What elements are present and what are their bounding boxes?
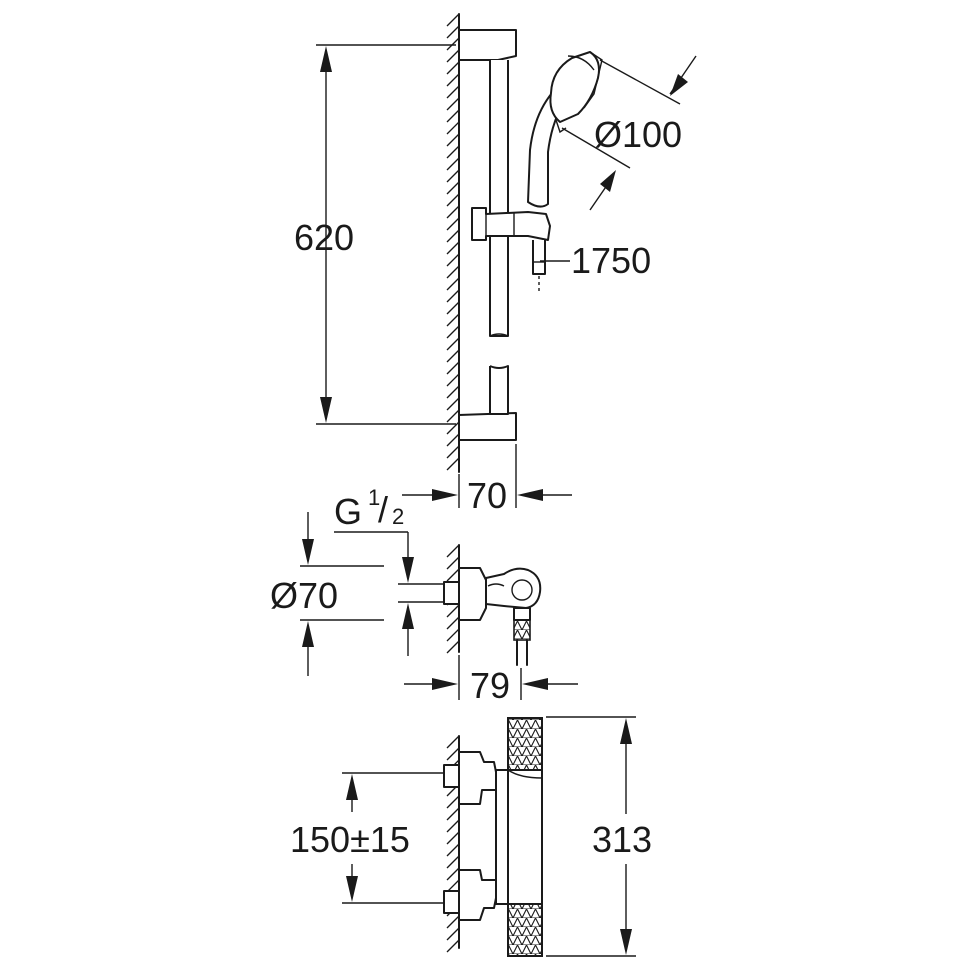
hatch-stroke	[446, 445, 460, 459]
hose-length-dimension: 1750	[540, 240, 651, 281]
hatch-stroke	[446, 277, 460, 291]
hatch-stroke	[446, 544, 460, 558]
hatch-stroke	[446, 109, 460, 123]
inlet-spacing-dimension: 150±15	[290, 772, 444, 904]
mixer-projection-dimension: 79	[404, 655, 578, 706]
rail-tube-lower	[489, 365, 509, 415]
hatch-stroke	[446, 121, 460, 135]
inlet-spacing-label: 150±15	[290, 819, 410, 860]
mixer-front-view: 150±15 313	[290, 716, 652, 957]
hatch-stroke	[446, 915, 460, 929]
upper-inlet-eccentric	[458, 751, 497, 805]
mixer-projection-label: 79	[470, 665, 510, 706]
hatch-stroke	[446, 373, 460, 387]
lower-inlet-eccentric	[458, 869, 497, 921]
hatch-stroke	[446, 421, 460, 435]
hatch-stroke	[446, 61, 460, 75]
mixer-outlet-nut	[513, 607, 531, 621]
hatch-stroke	[446, 265, 460, 279]
hatch-stroke	[446, 13, 460, 27]
thread-slash-label: /	[378, 489, 388, 530]
hose-length-label: 1750	[571, 240, 651, 281]
hatch-stroke	[446, 37, 460, 51]
hatch-stroke	[446, 457, 460, 471]
hatch-stroke	[446, 807, 460, 821]
handshower-diameter-label: Ø100	[594, 114, 682, 155]
hatch-stroke	[446, 433, 460, 447]
wall-hatching-rail	[446, 13, 460, 471]
hatch-stroke	[446, 795, 460, 809]
hatch-stroke	[446, 325, 460, 339]
hatch-stroke	[446, 616, 460, 630]
thread-prefix-label: G	[334, 491, 362, 532]
temperature-handle	[507, 717, 543, 771]
shower-hose	[532, 240, 546, 292]
hatch-stroke	[446, 169, 460, 183]
thread-numerator-label: 1	[368, 485, 380, 510]
rail-bottom-bracket	[458, 412, 517, 441]
rail-projection-label: 70	[467, 475, 507, 516]
thread-dimension: G 1 / 2	[334, 485, 444, 656]
hatch-stroke	[446, 640, 460, 654]
hatch-stroke	[446, 193, 460, 207]
hatch-stroke	[446, 819, 460, 833]
mixer-outlet-fitting	[513, 619, 531, 641]
hatch-stroke	[446, 229, 460, 243]
hatch-stroke	[446, 289, 460, 303]
rail-height-dimension: 620	[294, 44, 456, 425]
hatch-stroke	[446, 604, 460, 618]
hatch-stroke	[446, 855, 460, 869]
hatch-stroke	[446, 409, 460, 423]
rail-slider	[471, 207, 551, 241]
hatch-stroke	[446, 337, 460, 351]
hatch-stroke	[446, 133, 460, 147]
hatch-stroke	[446, 397, 460, 411]
hatch-stroke	[446, 157, 460, 171]
hatch-stroke	[446, 49, 460, 63]
mixer-side-view: G 1 / 2 Ø70 79	[270, 485, 578, 706]
hatch-stroke	[446, 385, 460, 399]
hatch-stroke	[446, 843, 460, 857]
thread-denominator-label: 2	[392, 504, 404, 529]
shower-rail-view: 620 Ø100 1750 70	[294, 13, 697, 516]
inlet-eccentric	[458, 567, 487, 621]
hatch-stroke	[446, 747, 460, 761]
hatch-stroke	[446, 301, 460, 315]
hatch-stroke	[446, 939, 460, 953]
hatch-stroke	[446, 217, 460, 231]
hatch-stroke	[446, 241, 460, 255]
hatch-stroke	[446, 867, 460, 881]
hatch-stroke	[446, 831, 460, 845]
hatch-stroke	[446, 205, 460, 219]
escutcheon-diameter-dimension: Ø70	[270, 512, 384, 676]
mixer-length-label: 313	[592, 819, 652, 860]
hatch-stroke	[446, 181, 460, 195]
hatch-stroke	[446, 735, 460, 749]
hatch-stroke	[446, 361, 460, 375]
hatch-stroke	[446, 927, 460, 941]
hatch-stroke	[446, 25, 460, 39]
hatch-stroke	[446, 568, 460, 582]
hatch-stroke	[446, 313, 460, 327]
rail-projection-dimension: 70	[402, 444, 572, 516]
handshower-diameter-dimension: Ø100	[561, 55, 697, 211]
hatch-stroke	[446, 145, 460, 159]
mixer-length-dimension: 313	[546, 716, 652, 957]
rail-height-label: 620	[294, 217, 354, 258]
hatch-stroke	[446, 253, 460, 267]
hatch-stroke	[446, 85, 460, 99]
hatch-stroke	[446, 556, 460, 570]
rail-tube-upper	[489, 60, 509, 337]
flow-handle	[507, 903, 543, 957]
escutcheon-diameter-label: Ø70	[270, 575, 338, 616]
hatch-stroke	[446, 97, 460, 111]
rail-top-bracket	[458, 29, 517, 61]
hatch-stroke	[446, 349, 460, 363]
hatch-stroke	[446, 628, 460, 642]
hatch-stroke	[446, 73, 460, 87]
